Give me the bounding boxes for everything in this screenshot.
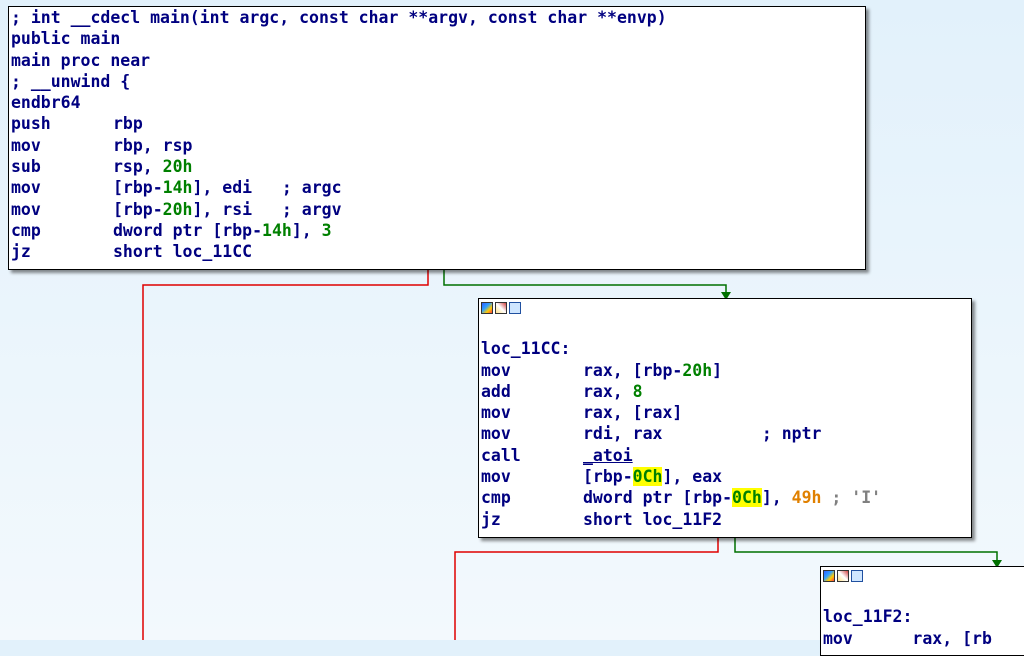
edit-icon[interactable] bbox=[495, 302, 507, 314]
operand: rax, [rbp- bbox=[583, 360, 683, 380]
instruction-row[interactable]: sub rsp, 20h bbox=[9, 156, 865, 177]
instruction-row[interactable]: cmp dword ptr [rbp-14h], 3 bbox=[9, 220, 865, 241]
code-block-loc-11f2[interactable]: loc_11F2: mov rax, [rb bbox=[820, 566, 1024, 656]
immediate-value: 20h bbox=[682, 360, 713, 380]
false-edge-main bbox=[142, 270, 429, 640]
mnemonic: cmp bbox=[11, 220, 41, 240]
operand: dword ptr [rbp- bbox=[583, 488, 733, 508]
instruction-row[interactable]: jz short loc_11CC bbox=[9, 241, 865, 262]
instruction-row[interactable]: add rax, 8 bbox=[479, 381, 971, 402]
function-call-link[interactable]: _atoi bbox=[583, 445, 633, 465]
jump-target-link[interactable]: short loc_11CC bbox=[113, 242, 253, 262]
highlighted-immediate: 0Ch bbox=[732, 488, 762, 508]
operand: rsp, bbox=[113, 157, 163, 177]
operand: rdi, rax bbox=[583, 424, 663, 444]
instruction-row[interactable]: cmp dword ptr [rbp-0Ch], 49h ; 'I' bbox=[479, 487, 971, 508]
operand: ] bbox=[712, 360, 723, 380]
operand: [rbp- bbox=[113, 178, 163, 198]
block-label[interactable]: loc_11F2: bbox=[823, 607, 913, 627]
operand: ], bbox=[761, 488, 792, 508]
block-titlebar bbox=[479, 299, 971, 317]
endbr-instruction: endbr64 bbox=[11, 93, 81, 113]
operand: dword ptr [rbp- bbox=[113, 220, 263, 240]
public-directive: public main bbox=[11, 29, 121, 49]
operand: ], bbox=[291, 220, 322, 240]
operand: ], rsi bbox=[192, 199, 253, 219]
comment: ; bbox=[831, 488, 852, 508]
proc-directive: main proc near bbox=[11, 50, 151, 70]
blank-line bbox=[479, 317, 971, 338]
code-block-main[interactable]: ; int __cdecl main(int argc, const char … bbox=[8, 6, 866, 270]
mnemonic: mov bbox=[481, 424, 511, 444]
mnemonic: add bbox=[481, 381, 511, 401]
mnemonic: mov bbox=[481, 467, 511, 487]
true-edge-main bbox=[443, 270, 727, 296]
mnemonic: push bbox=[11, 114, 51, 134]
block-titlebar bbox=[821, 567, 1024, 585]
function-signature: ; int __cdecl main(int argc, const char … bbox=[11, 8, 667, 27]
graph-edges bbox=[142, 270, 1002, 640]
immediate-value: 14h bbox=[262, 220, 292, 240]
instruction-row[interactable]: mov [rbp-14h], edi ; argc bbox=[9, 177, 865, 198]
mnemonic: cmp bbox=[481, 488, 511, 508]
mnemonic: mov bbox=[11, 199, 41, 219]
false-edge-loc-11cc bbox=[454, 538, 719, 640]
operand: rbp, rsp bbox=[113, 135, 193, 155]
operand: rbp bbox=[113, 114, 143, 134]
immediate-value: 49h bbox=[791, 488, 822, 508]
operand: [rbp- bbox=[583, 467, 633, 487]
true-edge-loc-11cc bbox=[734, 538, 998, 564]
graph-color-icon[interactable] bbox=[823, 570, 835, 582]
jump-target-link[interactable]: short loc_11F2 bbox=[583, 509, 723, 529]
true-edge-main-arrow bbox=[721, 292, 731, 300]
instruction-row[interactable]: mov [rbp-20h], rsi ; argv bbox=[9, 199, 865, 220]
operand: ], edi bbox=[192, 178, 253, 198]
mnemonic: jz bbox=[481, 509, 501, 529]
instruction-row[interactable]: mov rbp, rsp bbox=[9, 135, 865, 156]
code-block-loc-11cc[interactable]: loc_11CC: mov rax, [rbp-20h] add rax, 8 mo… bbox=[478, 298, 972, 538]
mnemonic: sub bbox=[11, 157, 41, 177]
mnemonic: mov bbox=[481, 403, 511, 423]
unwind-directive: ; __unwind { bbox=[11, 71, 131, 91]
immediate-value: 20h bbox=[162, 199, 193, 219]
graph-color-icon[interactable] bbox=[481, 302, 493, 314]
char-literal: 'I' bbox=[851, 488, 882, 508]
instruction-row[interactable]: call _atoi bbox=[479, 445, 971, 466]
highlighted-immediate: 0Ch bbox=[632, 467, 663, 487]
operand: rax, [rax] bbox=[583, 403, 683, 423]
mnemonic: mov bbox=[11, 135, 41, 155]
operand: [rbp- bbox=[113, 199, 163, 219]
instruction-row[interactable]: mov rax, [rbp-20h] bbox=[479, 360, 971, 381]
instruction-row[interactable]: jz short loc_11F2 bbox=[479, 509, 971, 530]
immediate-value: 14h bbox=[162, 178, 193, 198]
immediate-value: 3 bbox=[321, 220, 332, 240]
mnemonic: mov bbox=[481, 360, 511, 380]
mnemonic: jz bbox=[11, 242, 31, 262]
instruction-row[interactable]: mov rdi, rax ; nptr bbox=[479, 423, 971, 444]
instruction-row[interactable]: mov rax, [rb bbox=[823, 628, 992, 648]
comment: ; argv bbox=[281, 199, 342, 219]
instruction-row[interactable]: push rbp bbox=[9, 113, 865, 134]
immediate-value: 20h bbox=[162, 157, 193, 177]
true-edge-loc-11cc-arrow bbox=[992, 560, 1002, 568]
block-label[interactable]: loc_11CC: bbox=[481, 339, 571, 359]
instruction-row[interactable]: mov rax, [rax] bbox=[479, 402, 971, 423]
blank-line bbox=[821, 585, 1024, 606]
mnemonic: mov bbox=[11, 178, 41, 198]
instruction-row[interactable]: mov [rbp-0Ch], eax bbox=[479, 466, 971, 487]
group-nodes-icon[interactable] bbox=[851, 570, 863, 582]
group-nodes-icon[interactable] bbox=[509, 302, 521, 314]
edit-icon[interactable] bbox=[837, 570, 849, 582]
immediate-value: 8 bbox=[632, 381, 643, 401]
operand: ], eax bbox=[662, 467, 723, 487]
mnemonic: call bbox=[481, 445, 521, 465]
comment: ; nptr bbox=[761, 424, 822, 444]
operand: rax, bbox=[583, 381, 633, 401]
comment: ; argc bbox=[281, 178, 342, 198]
